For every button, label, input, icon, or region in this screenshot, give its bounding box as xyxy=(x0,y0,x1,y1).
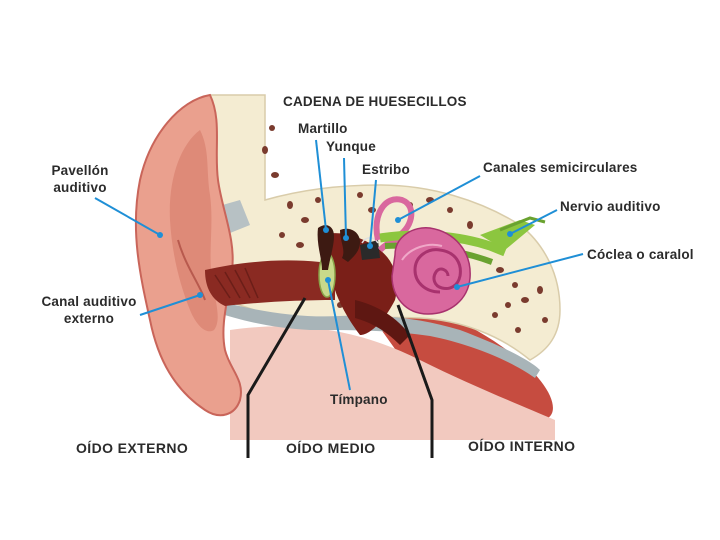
section-oido-medio: OÍDO MEDIO xyxy=(286,440,376,456)
label-pabellon-line1: Pavellón xyxy=(51,163,109,178)
canal-ridges xyxy=(214,267,259,299)
leader-timpano xyxy=(327,279,351,391)
label-coclea: Cóclea o caralol xyxy=(587,247,694,262)
leader-lines xyxy=(94,139,584,391)
eustachian-tube xyxy=(355,300,410,345)
label-timpano: Tímpano xyxy=(330,392,388,407)
stapes xyxy=(360,240,380,260)
cochlea xyxy=(391,227,471,315)
section-oido-externo: OÍDO EXTERNO xyxy=(76,440,189,456)
leader-coclea xyxy=(456,253,584,288)
label-nervio: Nervio auditivo xyxy=(560,199,661,214)
leader-nervio xyxy=(509,209,558,235)
bone-pores xyxy=(262,125,548,333)
label-canales: Canales semicirculares xyxy=(483,160,638,175)
leader-pabellon xyxy=(94,197,161,236)
leader-canal xyxy=(139,294,201,316)
label-canal-line2: externo xyxy=(63,311,115,326)
leader-estribo xyxy=(369,179,377,247)
external-canal xyxy=(205,260,335,306)
pinna-fold xyxy=(177,239,206,301)
pinna-inner xyxy=(169,130,218,332)
diagram-title: CADENA DE HUESECILLOS xyxy=(283,94,467,109)
label-martillo: Martillo xyxy=(298,121,348,136)
section-dividers xyxy=(246,297,434,458)
malleus xyxy=(317,225,334,270)
label-canal: Canal auditivo externo xyxy=(30,293,148,327)
label-estribo: Estribo xyxy=(362,162,410,177)
leader-canales xyxy=(397,175,481,221)
leader-yunque xyxy=(343,157,347,239)
divider-middle-inner xyxy=(396,304,434,458)
section-oido-interno: OÍDO INTERNO xyxy=(468,438,576,454)
label-canal-line1: Canal auditivo xyxy=(41,294,137,309)
label-pabellon-line2: auditivo xyxy=(53,180,107,195)
label-pabellon: Pavellón auditivo xyxy=(40,162,120,196)
inner-lower-pink xyxy=(230,326,555,440)
divider-outer-middle xyxy=(246,297,307,458)
gray-membrane xyxy=(215,300,540,378)
leader-dots xyxy=(157,217,513,298)
leader-martillo xyxy=(315,139,327,231)
label-yunque: Yunque xyxy=(326,139,376,154)
